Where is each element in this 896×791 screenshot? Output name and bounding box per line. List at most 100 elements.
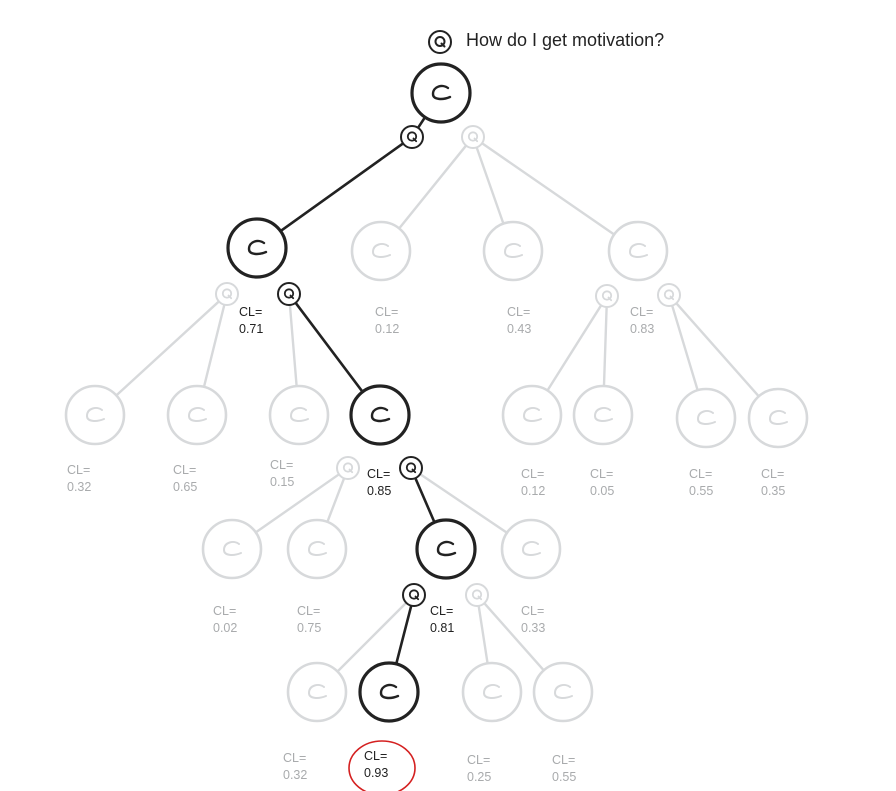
cl-value: 0.33 [521, 621, 545, 635]
c-glyph-icon [222, 541, 242, 556]
node-A4[interactable] [349, 384, 411, 446]
node-circle [201, 518, 263, 580]
cl-value: 0.55 [552, 770, 576, 784]
cl-value: 0.55 [689, 484, 713, 498]
query-circle [277, 282, 301, 306]
q-icon [601, 290, 613, 301]
cl-prefix: CL= [521, 467, 544, 481]
question-title: How do I get motivation? [428, 30, 664, 54]
node-D3[interactable] [675, 387, 737, 449]
best-answer-highlight [348, 740, 416, 791]
query-circle [215, 282, 239, 306]
query-circle [336, 456, 360, 480]
query-circle [402, 583, 426, 607]
c-glyph-icon [307, 684, 327, 699]
cl-prefix: CL= [283, 751, 306, 765]
node-circle [501, 384, 563, 446]
query-q-a-1[interactable] [215, 282, 239, 306]
cl-value: 0.32 [67, 480, 91, 494]
cl-prefix: CL= [239, 305, 262, 319]
q-icon-tail [607, 296, 613, 302]
cl-prefix: CL= [364, 749, 387, 763]
q-icon-tail [227, 294, 233, 300]
node-circle [410, 62, 472, 124]
edge-q-e3-1-F2 [394, 604, 413, 666]
query-q-e3-2[interactable] [465, 583, 489, 607]
node-circle [572, 384, 634, 446]
cl-label-E3: CL=0.81 [430, 604, 454, 635]
edge-q-d-2-D3 [670, 304, 699, 392]
node-A1[interactable] [64, 384, 126, 446]
q-icon [283, 288, 295, 299]
query-q-e3-1[interactable] [402, 583, 426, 607]
query-q-a4-2[interactable] [399, 456, 423, 480]
q-icon-tail [473, 137, 479, 143]
edge-q-a-1-A1 [115, 300, 221, 397]
node-A2[interactable] [166, 384, 228, 446]
node-A[interactable] [226, 217, 288, 279]
query-circle [657, 283, 681, 307]
edge-q-d-1-D2 [602, 305, 608, 388]
node-circle [64, 384, 126, 446]
node-circle [607, 220, 669, 282]
node-D4[interactable] [747, 387, 809, 449]
c-glyph-icon [628, 243, 648, 258]
cl-label-D4: CL=0.35 [761, 467, 785, 498]
node-E2[interactable] [286, 518, 348, 580]
node-circle [350, 220, 412, 282]
node-E3[interactable] [415, 518, 477, 580]
node-D[interactable] [607, 220, 669, 282]
node-B[interactable] [350, 220, 412, 282]
node-D2[interactable] [572, 384, 634, 446]
edge-q-a-2-A4 [294, 301, 364, 394]
query-circle [595, 284, 619, 308]
node-F2[interactable] [358, 661, 420, 723]
cl-label-F2: CL=0.93 [348, 740, 416, 791]
node-root[interactable] [410, 62, 472, 124]
c-glyph-icon [696, 410, 716, 425]
cl-label-A3: CL=0.15 [270, 458, 294, 489]
q-icon [471, 589, 483, 600]
c-glyph-icon [436, 540, 457, 557]
edge-q-e3-2-F4 [483, 602, 545, 672]
query-q-root-b[interactable] [461, 125, 485, 149]
cl-label-F1: CL= 0.32 [283, 751, 307, 782]
node-layer [64, 62, 809, 723]
query-q-root-a[interactable] [400, 125, 424, 149]
node-circle [675, 387, 737, 449]
node-F4[interactable] [532, 661, 594, 723]
node-circle [482, 220, 544, 282]
cl-value: 0.43 [507, 322, 531, 336]
edge-q-e3-2-F3 [477, 604, 489, 665]
cl-value: 0.12 [521, 484, 545, 498]
q-icon [221, 288, 233, 299]
cl-label-A1: CL=0.32 [67, 463, 91, 494]
node-C[interactable] [482, 220, 544, 282]
cl-value: 0.02 [213, 621, 237, 635]
cl-value: 0.85 [367, 484, 391, 498]
node-A3[interactable] [268, 384, 330, 446]
node-F1[interactable] [286, 661, 348, 723]
q-icon-tail [414, 595, 420, 601]
node-circle [349, 384, 411, 446]
cl-value: 0.75 [297, 621, 321, 635]
query-q-a4-1[interactable] [336, 456, 360, 480]
query-q-d-2[interactable] [657, 283, 681, 307]
query-circle [400, 125, 424, 149]
query-q-d-1[interactable] [595, 284, 619, 308]
node-E4[interactable] [500, 518, 562, 580]
node-F3[interactable] [461, 661, 523, 723]
node-E1[interactable] [201, 518, 263, 580]
q-icon-tail [289, 294, 295, 300]
c-glyph-icon [247, 239, 268, 256]
cl-value: 0.32 [283, 768, 307, 782]
c-glyph-icon [593, 407, 613, 422]
edge-q-root-b-C [475, 146, 505, 225]
cl-prefix: CL= [297, 604, 320, 618]
cl-value: 0.15 [270, 475, 294, 489]
cl-label-A4: CL=0.85 [367, 467, 391, 498]
query-q-a-2[interactable] [277, 282, 301, 306]
cl-prefix: CL= [521, 604, 544, 618]
node-D1[interactable] [501, 384, 563, 446]
